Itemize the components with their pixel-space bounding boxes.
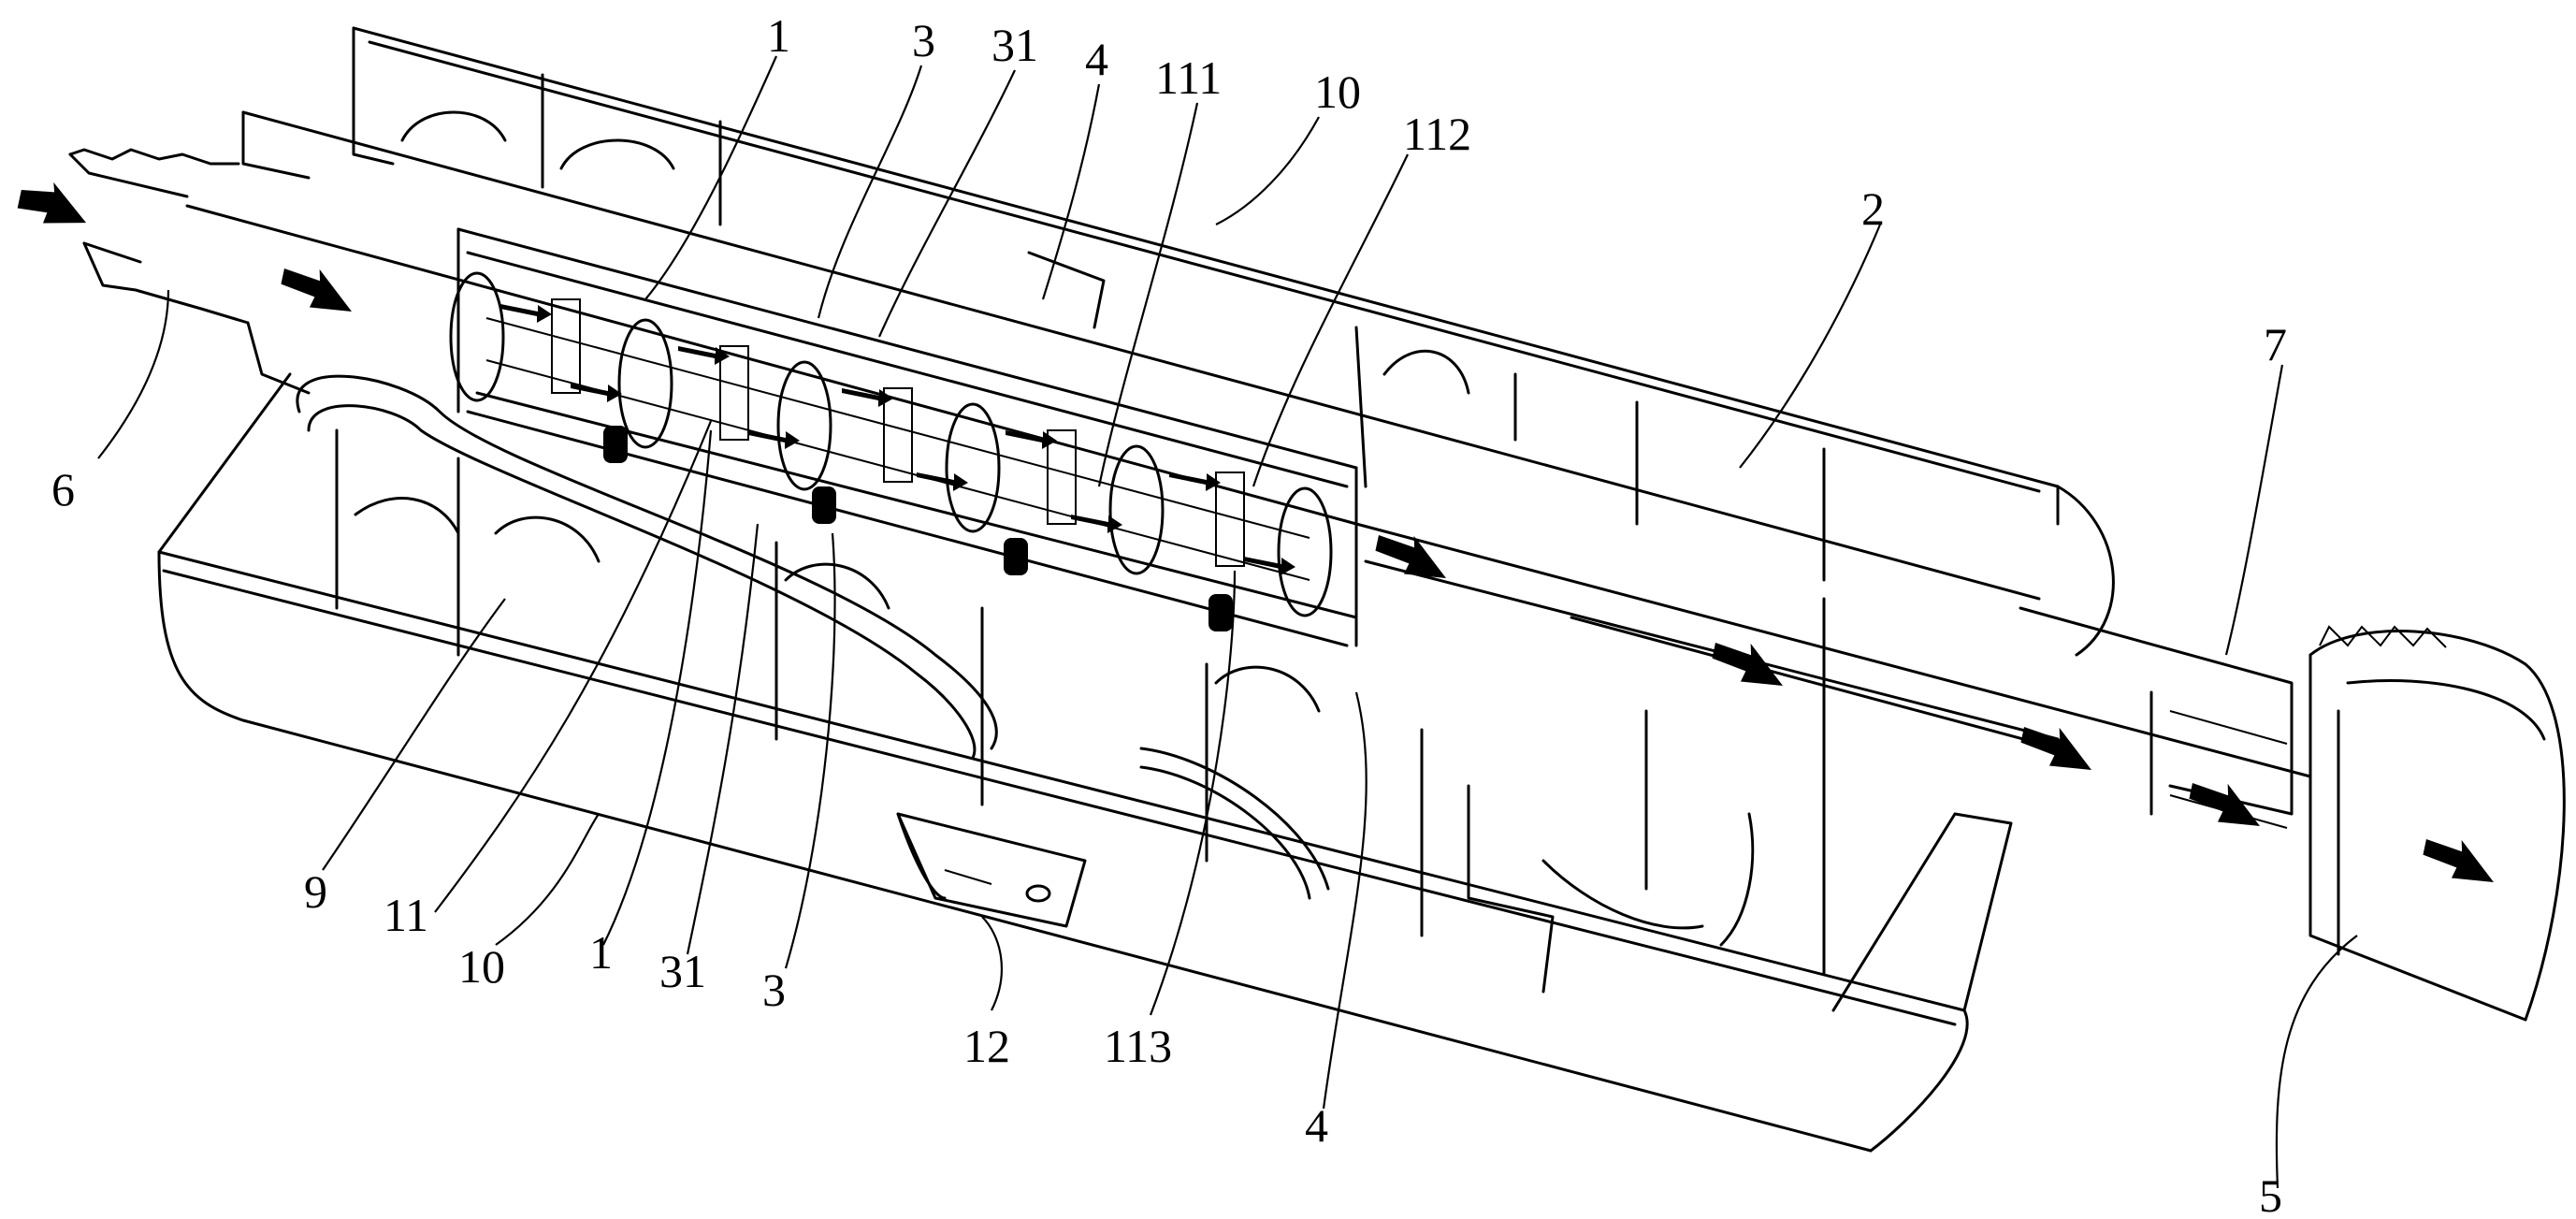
label-1-bottom: 1 xyxy=(589,926,613,979)
label-31-top: 31 xyxy=(991,19,1038,71)
leader-lines xyxy=(97,55,2358,1189)
label-3-top: 3 xyxy=(912,14,935,66)
label-11: 11 xyxy=(384,889,428,941)
label-112: 112 xyxy=(1403,108,1471,160)
label-2: 2 xyxy=(1861,182,1885,235)
label-4-bottom: 4 xyxy=(1305,1099,1328,1152)
label-12: 12 xyxy=(963,1020,1010,1072)
flow-arrows xyxy=(17,181,2495,882)
outlet-nozzle xyxy=(68,148,311,395)
rocker-switch xyxy=(896,812,1087,928)
reference-labels: 1 3 31 4 111 10 112 2 7 6 9 11 10 1 31 3… xyxy=(51,9,2287,1219)
lower-housing xyxy=(157,372,2013,1153)
label-113: 113 xyxy=(1104,1020,1172,1072)
label-10-top: 10 xyxy=(1314,65,1361,118)
label-3-bottom: 3 xyxy=(762,964,786,1016)
label-7: 7 xyxy=(2264,318,2287,370)
wires xyxy=(296,374,1330,900)
label-31-bottom: 31 xyxy=(659,945,706,997)
inlet-connector xyxy=(2019,606,2566,1022)
label-9: 9 xyxy=(304,865,327,918)
upper-housing xyxy=(352,26,2115,657)
label-4-top: 4 xyxy=(1085,33,1108,85)
label-10-bottom: 10 xyxy=(458,940,505,993)
inner-tube xyxy=(185,110,2312,778)
label-6: 6 xyxy=(51,463,75,515)
label-111: 111 xyxy=(1155,51,1222,104)
led-beads xyxy=(603,426,1233,631)
label-5: 5 xyxy=(2259,1169,2282,1219)
label-1-top: 1 xyxy=(767,9,790,62)
